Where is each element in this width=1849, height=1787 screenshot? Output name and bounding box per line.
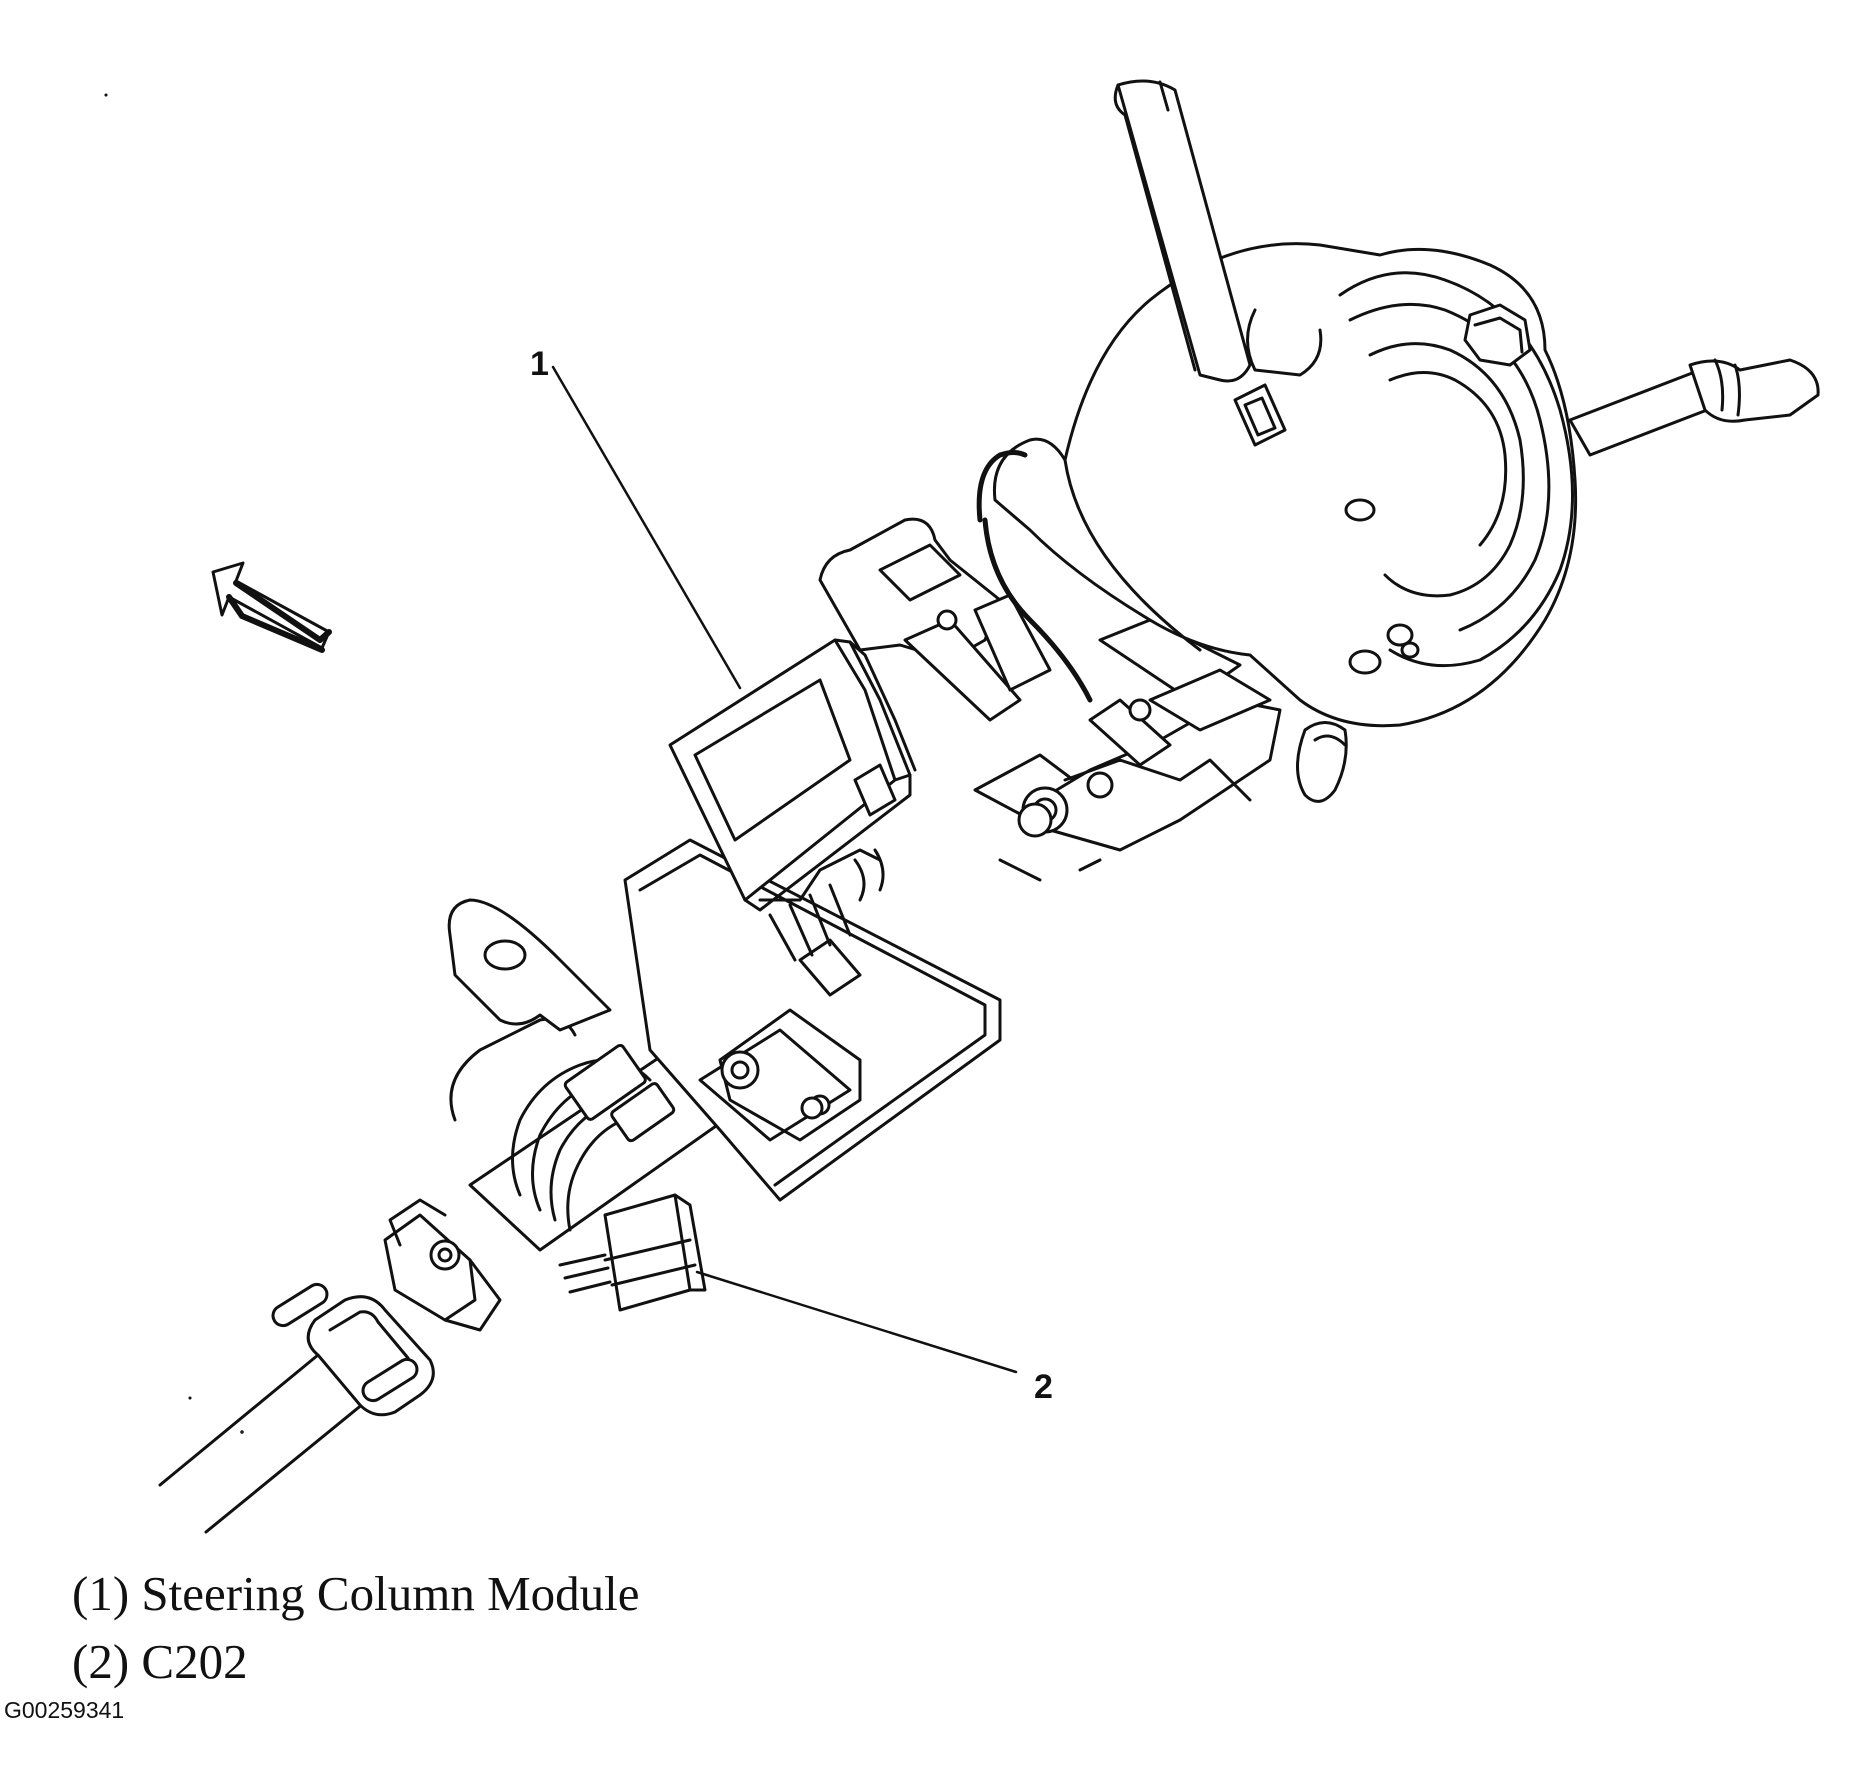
universal-joint <box>271 1198 502 1417</box>
upper-shroud <box>992 242 1578 728</box>
callout-number-2: 2 <box>1034 1368 1053 1406</box>
legend-item-c202: (2) C202 <box>72 1634 248 1689</box>
callout-number-1: 1 <box>530 345 549 383</box>
tilt-bracket <box>818 517 1052 722</box>
view-direction-arrow-icon <box>211 561 332 653</box>
center-nut <box>1463 303 1532 367</box>
wiper-lever <box>1568 358 1820 457</box>
central-housing <box>623 838 1002 1202</box>
steering-column-module <box>668 638 917 962</box>
legend-item-steering-column-module: (1) Steering Column Module <box>72 1566 640 1621</box>
lower-mounting-bracket <box>447 898 612 1032</box>
upper-switch-block <box>973 618 1282 882</box>
leader-lines <box>551 365 1018 1374</box>
leader-line-2 <box>695 1270 1018 1374</box>
upper-wire-loop <box>976 450 1093 703</box>
scan-specks <box>104 93 244 1434</box>
turn-signal-lever <box>1113 79 1252 383</box>
figure-id: G00259341 <box>4 1697 125 1723</box>
ignition-tab <box>1233 383 1287 447</box>
lower-shaft <box>158 1353 382 1534</box>
wiring-harness <box>511 1043 676 1232</box>
connector-c202 <box>558 1193 707 1312</box>
lower-pivot <box>1296 721 1348 803</box>
leader-line-1 <box>551 365 742 690</box>
